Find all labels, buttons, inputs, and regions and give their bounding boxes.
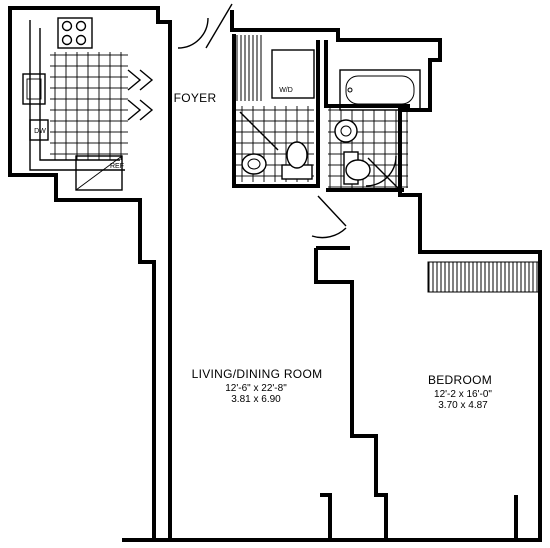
living-room-dim-metric: 3.81 x 6.90 (231, 394, 281, 405)
toilet-bowl (345, 159, 371, 181)
burner (61, 20, 73, 32)
kitchen-counter-inner (39, 28, 120, 161)
tub-drain (347, 87, 353, 93)
sink (241, 153, 267, 175)
room-labels: LIVING/DINING ROOM 12'-6" x 22'-8" 3.81 … (192, 367, 493, 411)
kitchen: DW REF (22, 17, 128, 191)
burner (75, 34, 87, 46)
refrigerator-label: REF (110, 163, 124, 170)
kitchen-tile-floor (50, 52, 128, 160)
entry-door-swing (177, 17, 209, 49)
bedroom-closet (427, 261, 541, 293)
sink-bowl (247, 158, 261, 170)
bifold-door (127, 69, 154, 121)
burner (61, 34, 73, 46)
sink-basin (26, 78, 42, 100)
kitchen-sink (22, 73, 46, 105)
walls (8, 6, 542, 542)
bedroom-dim-imperial: 12'-2 x 16'-0" (434, 389, 492, 400)
living-room-dim-imperial: 12'-6" x 22'-8" (225, 383, 287, 394)
bedroom-dim-metric: 3.70 x 4.87 (438, 400, 488, 411)
foyer-area: FOYER (127, 3, 262, 121)
sink-bowl (340, 125, 352, 137)
bedroom-label: BEDROOM (428, 373, 492, 387)
burner (75, 20, 87, 32)
refrigerator-diagonal (75, 155, 123, 191)
laundry-powder-room: W/D (236, 49, 315, 182)
main-bath (328, 69, 421, 191)
foyer-label: FOYER (174, 91, 217, 105)
toilet-bowl (286, 141, 308, 169)
cooktop (57, 17, 93, 49)
dishwasher (29, 119, 49, 141)
bath-door-swing (365, 155, 401, 191)
washer-dryer-label: W/D (279, 87, 293, 94)
washer-dryer (271, 49, 315, 99)
entry-door-leaf (205, 3, 233, 49)
closet-shelving (236, 35, 262, 101)
bath-door-leaf (239, 111, 279, 151)
dishwasher-label: DW (34, 128, 46, 135)
kitchen-counter-edge (29, 20, 125, 171)
living-room-label: LIVING/DINING ROOM (192, 367, 323, 381)
sink (334, 119, 358, 143)
living-door-swing (311, 195, 347, 239)
refrigerator (75, 155, 123, 191)
